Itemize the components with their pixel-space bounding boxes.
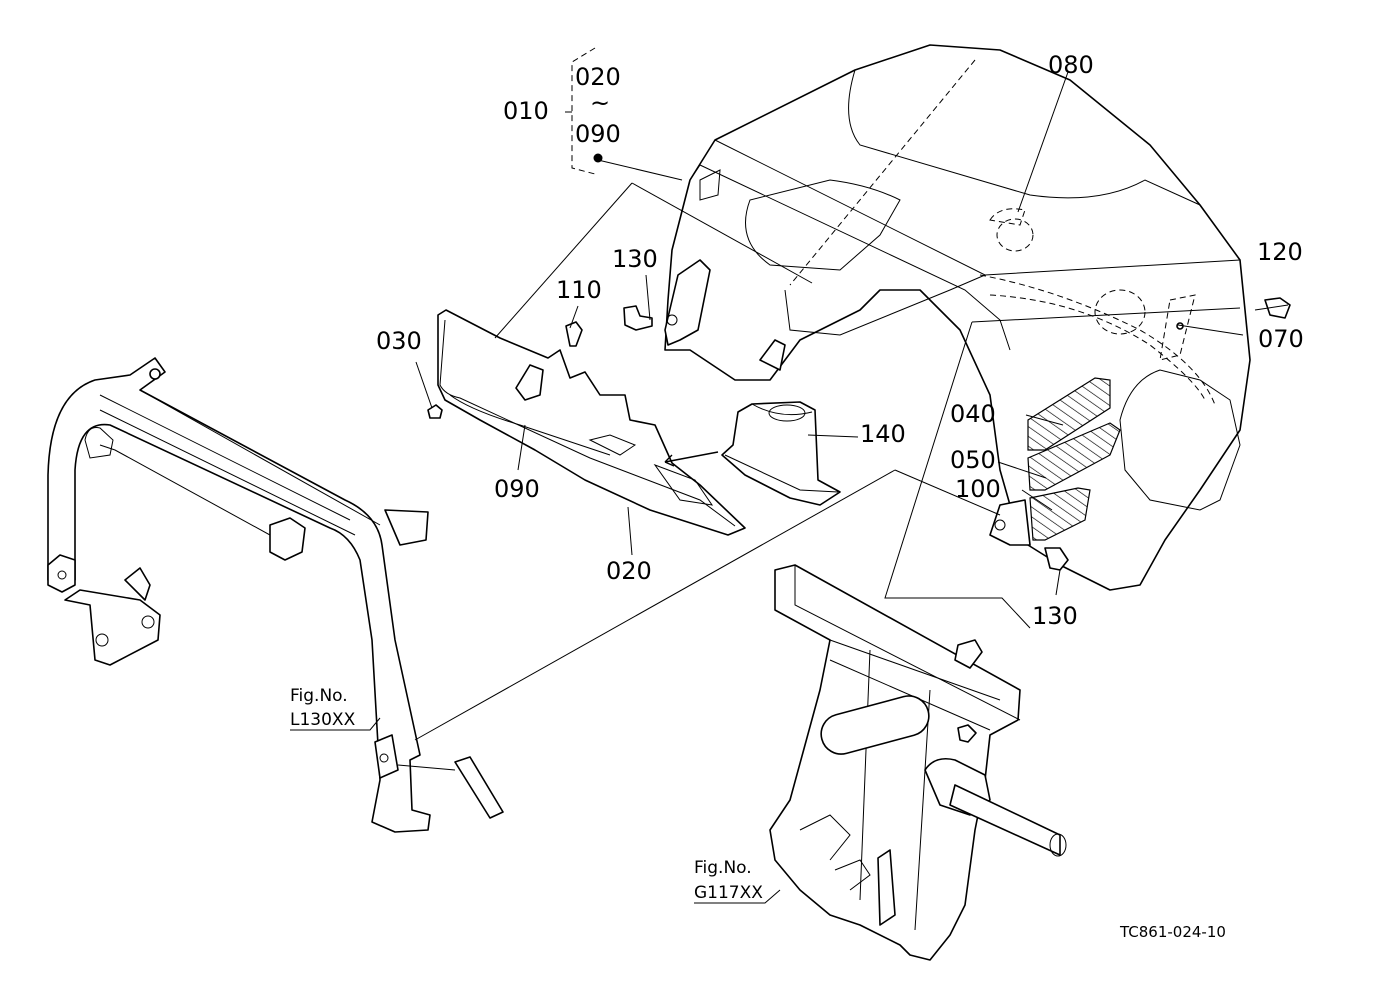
cover-140 [664, 401, 841, 506]
label-100: 100 [955, 475, 1001, 503]
label-070: 070 [1258, 325, 1304, 353]
label-030: 030 [376, 327, 422, 355]
front-panel-020 [437, 309, 746, 536]
label-010: 010 [503, 97, 549, 125]
label-040: 040 [950, 400, 996, 428]
label-080: 080 [1048, 51, 1094, 79]
label-090-lower: 090 [494, 475, 540, 503]
fasteners [427, 297, 1291, 571]
figure-references: Fig.No. L130XX Fig.No. G117XX [290, 686, 763, 903]
label-020-range-start: 020 [575, 63, 621, 91]
label-050: 050 [950, 446, 996, 474]
label-range-tilde: ~ [590, 89, 610, 117]
fig-ref-left-line1: Fig.No. [290, 686, 348, 706]
drawing-code: TC861-024-10 [1119, 923, 1226, 941]
label-020-lower: 020 [606, 557, 652, 585]
fig-ref-left-line2: L130XX [290, 710, 356, 730]
part-labels: 010 020 ~ 090 080 130 110 030 120 070 04… [376, 51, 1304, 630]
label-090-range-end: 090 [575, 120, 621, 148]
right-frame-assembly [769, 564, 1067, 961]
leader-lines [290, 71, 1289, 904]
left-frame-assembly [47, 357, 504, 833]
label-120: 120 [1257, 238, 1303, 266]
label-130-upper: 130 [612, 245, 658, 273]
dot-marker [593, 153, 603, 163]
assembly-bracket-010 [565, 47, 603, 175]
hood-assembly [664, 44, 1251, 591]
label-130-lower: 130 [1032, 602, 1078, 630]
label-140: 140 [860, 420, 906, 448]
fig-ref-right-line1: Fig.No. [694, 858, 752, 878]
label-110: 110 [556, 276, 602, 304]
fig-ref-right-line2: G117XX [694, 883, 763, 903]
